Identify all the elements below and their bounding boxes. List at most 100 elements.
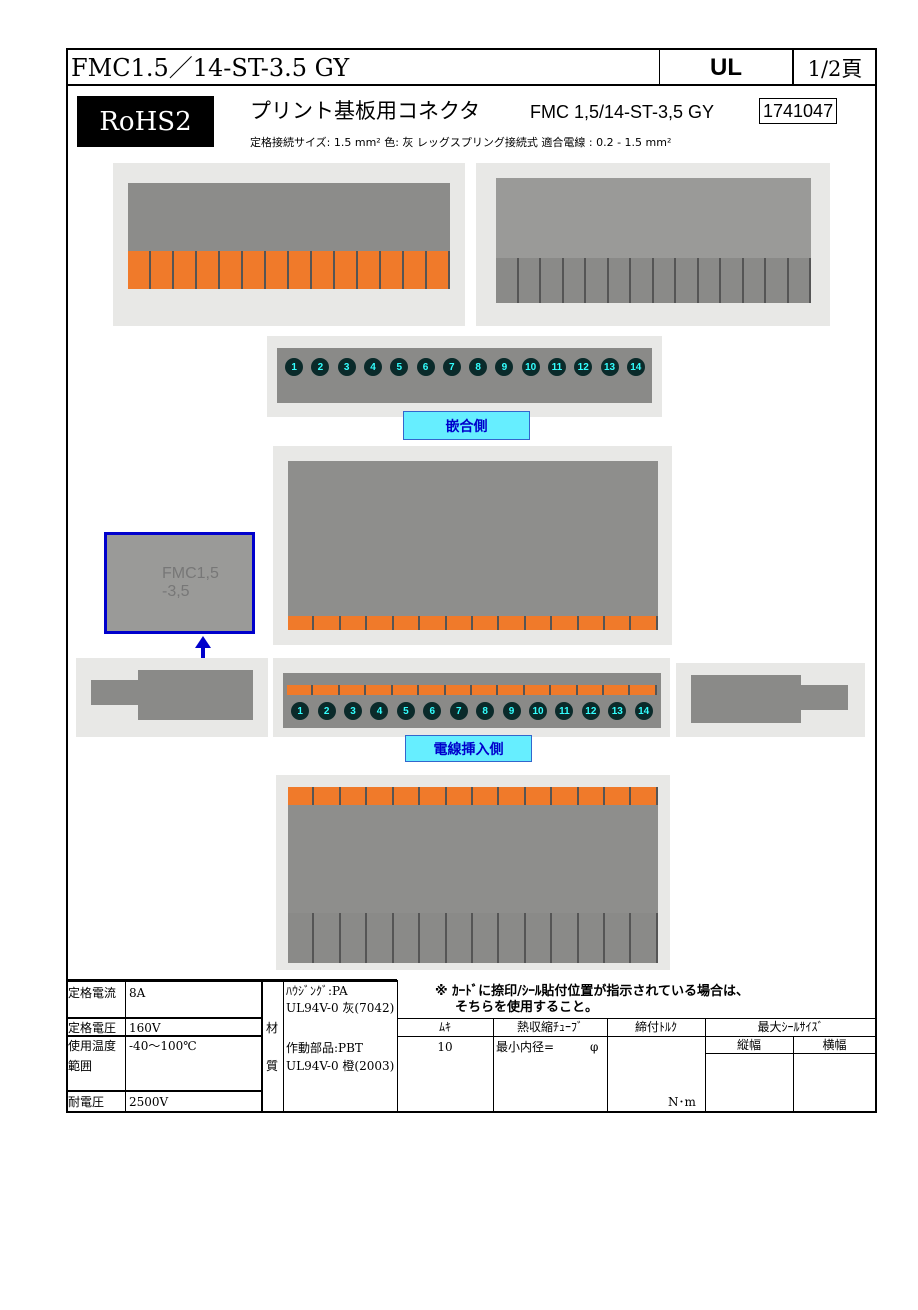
divider xyxy=(792,48,794,85)
rated-voltage-value: 160V xyxy=(129,1021,161,1035)
marking-inset: FMC1,5 -3,5 xyxy=(104,532,255,634)
orange-actuator xyxy=(630,685,657,695)
housing-segment xyxy=(499,913,526,963)
orange-actuator xyxy=(525,787,553,807)
housing-segment xyxy=(541,258,564,303)
orange-actuator xyxy=(243,251,266,289)
pin-number-label: 13 xyxy=(600,358,619,376)
orange-actuator xyxy=(289,251,312,289)
pin-number-label: 14 xyxy=(626,358,645,376)
pin-number-label: 8 xyxy=(476,702,495,720)
pin-number: 10 xyxy=(525,702,551,722)
note-line-1: ※ ｶｰﾄﾞに捺印/ｼｰﾙ貼付位置が指示されている場合は、 xyxy=(435,984,750,999)
pin-number: 8 xyxy=(465,358,491,378)
orange-actuator xyxy=(498,685,525,695)
housing-segment xyxy=(608,258,631,303)
orange-actuator xyxy=(419,685,446,695)
orange-actuator xyxy=(605,787,632,807)
orange-actuator xyxy=(367,616,394,630)
document-title: FMC1.5／14-ST-3.5 GY xyxy=(71,54,350,82)
pin-number-label: 7 xyxy=(449,702,468,720)
pin-number-label: 11 xyxy=(555,702,574,720)
housing-segment xyxy=(676,258,699,303)
orange-actuator xyxy=(577,685,605,695)
housing-grade: UL94V-0 灰(7042) xyxy=(286,1001,395,1015)
housing-segment xyxy=(496,258,519,303)
housing-segment xyxy=(631,913,658,963)
pin-number: 3 xyxy=(334,358,360,378)
pin-number-label: 2 xyxy=(317,702,336,720)
pin-number: 14 xyxy=(623,358,649,378)
page-frame xyxy=(66,48,877,1113)
pin-number-label: 12 xyxy=(574,358,593,376)
pin-number: 12 xyxy=(570,358,596,378)
orange-actuator xyxy=(393,787,421,807)
orange-actuator xyxy=(525,616,553,630)
pin-number-label: 5 xyxy=(396,702,415,720)
pin-number-label: 5 xyxy=(390,358,409,376)
strip-value: 10 xyxy=(437,1040,453,1054)
wire-side-label: 電線挿入側 xyxy=(405,735,532,762)
orange-actuator xyxy=(420,616,447,630)
orange-actuator xyxy=(552,616,579,630)
rated-current-label: 定格電流 xyxy=(68,986,117,1000)
divider xyxy=(397,1018,876,1019)
orange-actuator xyxy=(552,787,579,807)
pin-number: 13 xyxy=(604,702,630,722)
pin-number: 3 xyxy=(340,702,366,722)
temp-label-2: 範囲 xyxy=(68,1059,93,1073)
rohs-badge: RoHS2 xyxy=(77,96,214,147)
pin-number-label: 6 xyxy=(416,358,435,376)
withstand-value: 2500V xyxy=(129,1095,169,1109)
pin-number-label: 1 xyxy=(285,358,304,376)
pin-number-label: 3 xyxy=(337,358,356,376)
pin-number: 7 xyxy=(439,358,465,378)
orange-actuator xyxy=(174,251,197,289)
housing-segment xyxy=(788,258,811,303)
orange-actuator xyxy=(427,251,450,289)
orange-actuator xyxy=(367,787,394,807)
photo-right-side xyxy=(676,663,865,737)
photo-left-side xyxy=(76,658,268,737)
arrow-head-icon xyxy=(195,636,211,648)
orange-actuator xyxy=(335,251,358,289)
pin-number: 10 xyxy=(518,358,544,378)
orange-actuator xyxy=(313,685,340,695)
cert-mark: UL xyxy=(710,54,742,81)
orange-actuator xyxy=(288,787,315,807)
tube-unit: φ xyxy=(590,1040,599,1054)
pin-number-label: 12 xyxy=(581,702,600,720)
material-label: 材 xyxy=(266,1021,279,1035)
pin-number-label: 6 xyxy=(423,702,442,720)
orange-actuator xyxy=(404,251,427,289)
orange-actuator xyxy=(524,685,552,695)
pin-number-label: 10 xyxy=(521,358,540,376)
orange-actuator xyxy=(420,787,447,807)
orange-actuator xyxy=(151,251,174,289)
housing-segment xyxy=(340,913,368,963)
rated-voltage-label: 定格電圧 xyxy=(68,1021,117,1035)
torque-label: 締付ﾄﾙｸ xyxy=(634,1020,677,1034)
pin-number: 8 xyxy=(472,702,498,722)
divider xyxy=(66,979,397,982)
pin-number: 2 xyxy=(307,358,333,378)
pin-number-label: 9 xyxy=(502,702,521,720)
divider xyxy=(659,48,660,85)
housing-segment xyxy=(631,258,654,303)
orange-actuator xyxy=(446,787,473,807)
photo-perspective-front xyxy=(113,163,465,326)
housing-segment xyxy=(393,913,421,963)
orange-actuator xyxy=(393,616,421,630)
pin-number: 6 xyxy=(419,702,445,722)
torque-unit: N･m xyxy=(668,1095,696,1109)
seal-width-label: 横幅 xyxy=(822,1038,847,1052)
rated-current-value: 8A xyxy=(129,986,146,1000)
housing-segment xyxy=(525,913,553,963)
product-specs: 定格接続サイズ: 1.5 mm² 色: 灰 レッグスプリング接続式 適合電線 :… xyxy=(250,136,672,149)
orange-actuator xyxy=(445,685,472,695)
orange-actuator xyxy=(446,616,473,630)
withstand-label: 耐電圧 xyxy=(68,1095,105,1109)
orange-actuator xyxy=(340,616,368,630)
